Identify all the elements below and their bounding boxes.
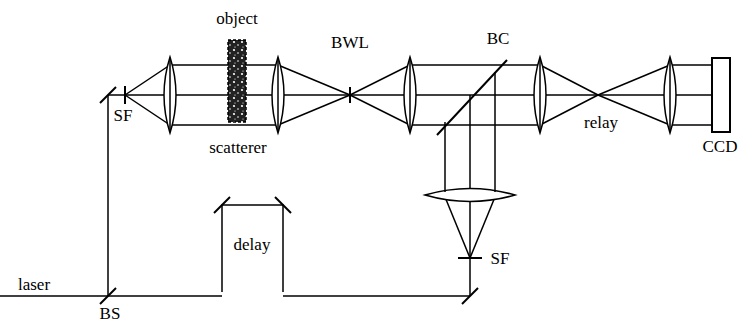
part-label: relay — [584, 114, 618, 132]
beam — [107, 95, 109, 296]
lens — [425, 189, 515, 202]
mirror — [214, 197, 230, 213]
lens — [272, 57, 284, 133]
beam — [469, 95, 471, 258]
mirror — [275, 197, 291, 213]
lens — [664, 57, 676, 133]
part-label: delay — [234, 236, 271, 254]
delay-path — [222, 205, 283, 296]
part-label: SF — [114, 107, 133, 125]
lens — [404, 57, 416, 133]
beam-combiner — [437, 60, 507, 135]
lens — [534, 57, 546, 133]
beam — [494, 72, 496, 192]
part-label: BS — [100, 305, 121, 323]
beam — [470, 197, 495, 258]
part-label: SF — [491, 250, 510, 268]
part-label: BC — [487, 30, 510, 48]
part-label: object — [216, 10, 258, 28]
part-label: CCD — [703, 138, 738, 156]
beam — [444, 122, 446, 192]
lens — [164, 57, 176, 133]
beam — [445, 197, 470, 258]
ccd-camera — [712, 58, 730, 132]
beam — [469, 258, 471, 296]
part-label: scatterer — [209, 139, 267, 157]
part-label: BWL — [331, 34, 369, 52]
scatterer-object — [228, 40, 246, 122]
part-label: laser — [18, 276, 50, 294]
